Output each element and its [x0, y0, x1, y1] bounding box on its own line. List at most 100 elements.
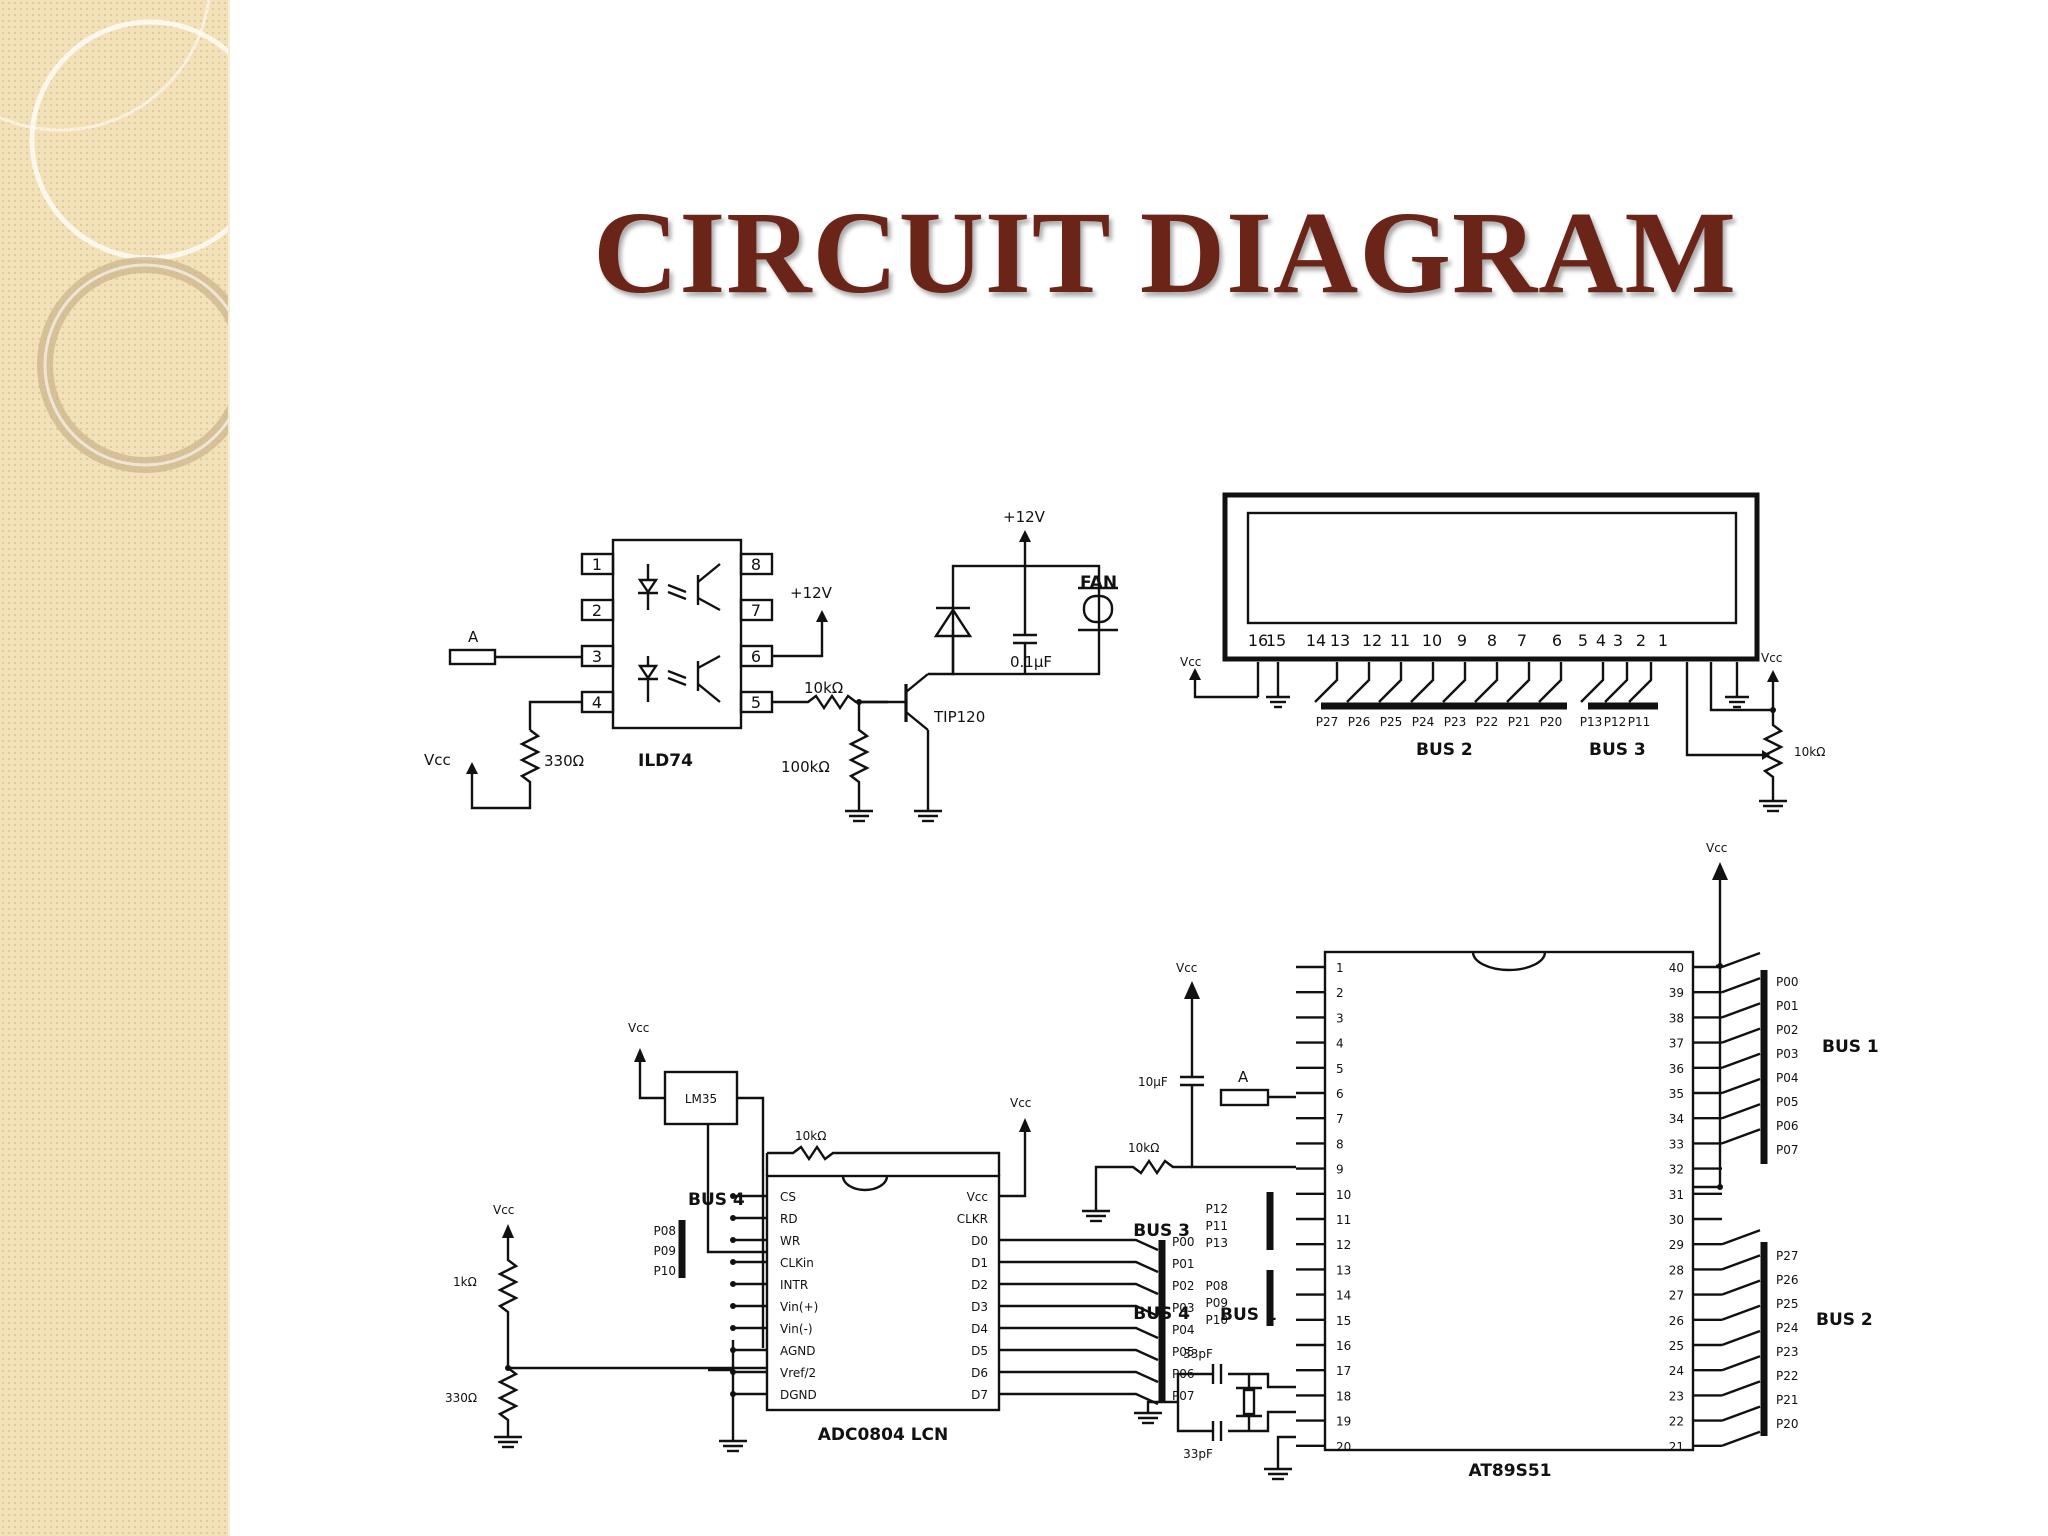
- mcu-pin-right: 26: [1669, 1314, 1684, 1328]
- lcd-pin-3: 3: [1613, 631, 1623, 650]
- circuit-diagram: 1 2 3 4 8 7 6 5 A Vcc 330Ω ILD74: [424, 492, 1879, 1481]
- lcd-bus2-signal: P25: [1380, 715, 1403, 729]
- mcu-bus2-lead: [1721, 1279, 1761, 1296]
- lcd-bus2-signal: P24: [1412, 715, 1435, 729]
- mcu-pin-left: 5: [1336, 1062, 1344, 1076]
- ild74-label: ILD74: [638, 751, 693, 771]
- mcu-pin-left: 20: [1336, 1440, 1351, 1454]
- resistor-330-symbol: [470, 729, 541, 810]
- lcd-pin-4: 4: [1596, 631, 1606, 650]
- resistor-100k-label: 100kΩ: [781, 758, 830, 776]
- adc-pin-right: D4: [971, 1322, 988, 1336]
- mcu-bus2-signal: P26: [1776, 1273, 1799, 1287]
- resistor-10k-base-label: 10kΩ: [804, 679, 843, 697]
- mcu-pin-right: 22: [1669, 1415, 1684, 1429]
- lcd-pin-8: 8: [1487, 631, 1497, 650]
- mcu-bus3-p12: P12: [1205, 1202, 1228, 1216]
- lm35-label: LM35: [685, 1092, 717, 1106]
- mcu-vcc-left-label: Vcc: [1176, 961, 1197, 975]
- mcu-pin-left: 16: [1336, 1339, 1351, 1353]
- divider-vcc-arrow-icon: [502, 1224, 514, 1238]
- mcu-bus2-signal: P23: [1776, 1345, 1799, 1359]
- lcd-bus2-lead: [1538, 662, 1563, 703]
- mcu-pin-left: 6: [1336, 1087, 1344, 1101]
- mcu-pin-right: 27: [1669, 1289, 1684, 1303]
- mcu-bus2-signal: P20: [1776, 1417, 1799, 1431]
- ild74-pin-2: 2: [592, 601, 602, 620]
- adc-pin-right: CLKR: [957, 1212, 988, 1226]
- lcd-pin-16: 16: [1248, 631, 1268, 650]
- fan-supply-arrow-icon: [1019, 530, 1031, 542]
- mcu-vcc-top-arrow-icon: [1712, 862, 1728, 880]
- fan-symbol: [1082, 594, 1114, 624]
- input-a-label: A: [468, 628, 479, 646]
- mcu-bus2-signal: P21: [1776, 1393, 1799, 1407]
- mcu-pin-right: 38: [1669, 1011, 1684, 1025]
- lcd-bus2-lead: [1442, 662, 1467, 703]
- adc-pin-left: CS: [780, 1190, 796, 1204]
- adc-data-lead: [999, 1348, 1159, 1362]
- resistor-330-label: 330Ω: [544, 752, 584, 770]
- mcu-pin-right: 21: [1669, 1440, 1684, 1454]
- adc-pin-left: RD: [780, 1212, 798, 1226]
- lm35-vcc-arrow-icon: [634, 1048, 646, 1062]
- lcd-pin-13: 13: [1330, 631, 1350, 650]
- mcu-bus2-lead: [1721, 1355, 1761, 1372]
- mcu-bus1-label: BUS 1: [1822, 1037, 1879, 1057]
- mcu-part-label: AT89S51: [1469, 1461, 1552, 1481]
- adc-section: LM35 Vcc CSRDWRCLKinINTRVin(+)Vin(-)AGND…: [445, 1021, 1277, 1453]
- lcd-module: [1222, 492, 1760, 662]
- mcu-pin-right: 23: [1669, 1389, 1684, 1403]
- mcu-bus2-lead: [1721, 1430, 1761, 1447]
- mcu-pin-left: 11: [1336, 1213, 1351, 1227]
- mcu-bus2-lead: [1721, 1304, 1761, 1321]
- mcu-pin-right: 33: [1669, 1137, 1684, 1151]
- mcu-pin-right: 28: [1669, 1263, 1684, 1277]
- ild74-pin-7: 7: [751, 601, 761, 620]
- mcu-bus3-p13: P13: [1205, 1236, 1228, 1250]
- mcu-vcc-left-arrow-icon: [1184, 981, 1200, 999]
- adc-vcc-label: Vcc: [1010, 1096, 1031, 1110]
- mcu-pin-right: 35: [1669, 1087, 1684, 1101]
- adc-data-lead: [999, 1392, 1159, 1406]
- lcd-pin-6: 6: [1552, 631, 1562, 650]
- lcd-pin-2: 2: [1636, 631, 1646, 650]
- mcu-bus1-lead: [1721, 1128, 1761, 1145]
- adc-bus1-signal: P04: [1172, 1323, 1195, 1337]
- adc-pin-left: DGND: [780, 1388, 817, 1402]
- mcu-bus2-lead: [1721, 1405, 1761, 1422]
- adc-pin-node: [730, 1325, 736, 1331]
- mcu-reset-resistor-label: 10kΩ: [1128, 1141, 1159, 1155]
- adc-data-lead: [999, 1238, 1159, 1252]
- adc-pin-left: CLKin: [780, 1256, 814, 1270]
- mcu-bus1-lead: [1721, 1077, 1761, 1095]
- lcd-bus2-label: BUS 2: [1416, 740, 1473, 760]
- adc0804-chip: [765, 1174, 1001, 1412]
- vcc-arrow-icon: [466, 762, 478, 774]
- mcu-bus1-lead: [1721, 951, 1761, 969]
- mcu-input-a-label: A: [1238, 1068, 1249, 1086]
- mcu-pin-left: 18: [1336, 1389, 1351, 1403]
- lcd-vcc-right-label: Vcc: [1761, 651, 1782, 665]
- adc-bus1-signal: P01: [1172, 1257, 1195, 1271]
- adc-pin-right: D0: [971, 1234, 988, 1248]
- resistor-100k-symbol: [848, 702, 870, 810]
- adc-bus1-signal: P00: [1172, 1235, 1195, 1249]
- divider-r-top-label: 1kΩ: [453, 1275, 477, 1289]
- mcu-pin-left: 10: [1336, 1188, 1351, 1202]
- mcu-bus3-p11: P11: [1205, 1219, 1228, 1233]
- vcc-label-opto: Vcc: [424, 751, 451, 769]
- mcu-pin-right: 29: [1669, 1238, 1684, 1252]
- mcu-pin-left: 7: [1336, 1112, 1344, 1126]
- decorative-rings: [0, 0, 228, 473]
- mcu-reset-resistor: [1094, 1158, 1192, 1210]
- mcu-bus2-signal: P27: [1776, 1249, 1799, 1263]
- lcd-bus2-signal: P27: [1316, 715, 1339, 729]
- adc-pin-right: D7: [971, 1388, 988, 1402]
- lcd-vcc-arrow-icon: [1189, 668, 1201, 680]
- adc-pin-left: WR: [780, 1234, 800, 1248]
- mcu-pin-left: 4: [1336, 1037, 1344, 1051]
- mcu-pin-right: 25: [1669, 1339, 1684, 1353]
- mcu-bus2-signal: P24: [1776, 1321, 1799, 1335]
